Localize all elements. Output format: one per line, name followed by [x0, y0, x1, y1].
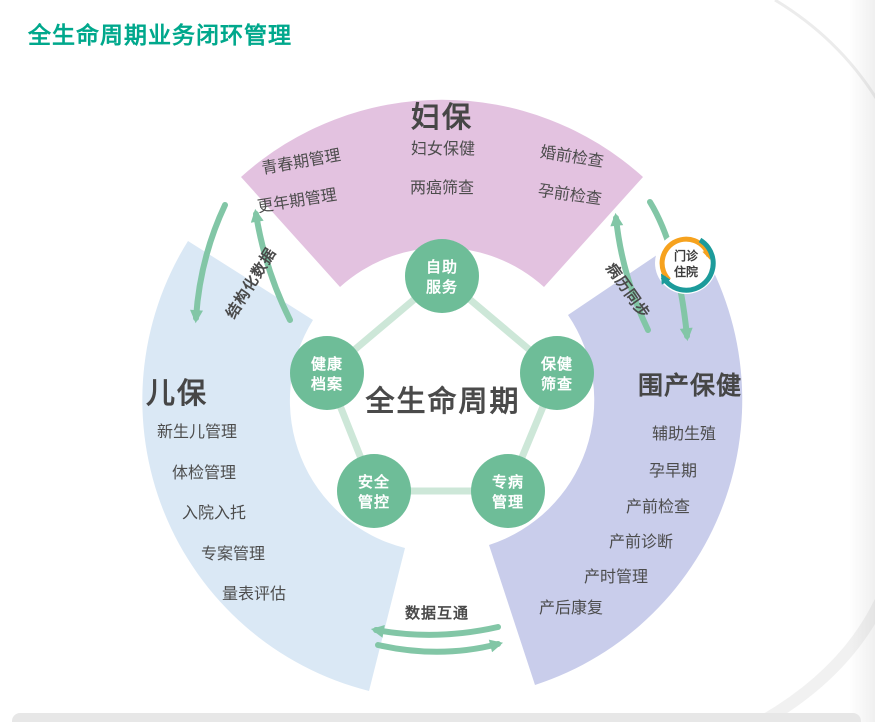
- section-item: 产时管理: [584, 568, 648, 586]
- section-title-perinatal: 围产保健: [638, 371, 742, 400]
- section-item: 产前诊断: [609, 533, 673, 551]
- section-item: 妇女保健: [411, 139, 475, 158]
- right-edge-shade: [849, 0, 875, 722]
- node-label-disease-mgmt-2: 管理: [492, 493, 524, 511]
- badge-label-line1: 门诊: [674, 248, 699, 263]
- node-circle-care-screening: [520, 336, 594, 410]
- arrow-structured-data-down: [190, 202, 228, 324]
- section-item: 专案管理: [201, 545, 265, 563]
- node-label-disease-mgmt-1: 专病: [492, 473, 524, 491]
- node-label-self-service-2: 服务: [426, 278, 458, 296]
- section-item: 产前检查: [626, 498, 690, 516]
- section-item: 辅助生殖: [652, 425, 716, 443]
- section-title-maternal: 妇保: [411, 101, 473, 134]
- center-title: 全生命周期: [364, 384, 520, 418]
- section-item: 量表评估: [222, 585, 286, 603]
- page-title: 全生命周期业务闭环管理: [28, 22, 292, 48]
- node-label-health-record-2: 档案: [311, 375, 343, 393]
- arc-child-care: [142, 241, 405, 691]
- arrow-structured-data-up: [250, 208, 293, 323]
- node-circle-self-service: [405, 239, 479, 313]
- arrow-data-exchange-right: [375, 639, 504, 655]
- bottom-bar: [12, 713, 861, 722]
- badge-label-line2: 住院: [674, 264, 698, 279]
- section-item: 体检管理: [172, 464, 236, 482]
- node-label-safety-control-2: 管控: [358, 493, 390, 511]
- node-label-care-screening-2: 筛查: [541, 375, 573, 393]
- section-item: 入院入托: [182, 504, 246, 522]
- section-item: 孕早期: [649, 462, 697, 480]
- node-label-health-record-1: 健康: [311, 355, 343, 373]
- node-circle-health-record: [290, 336, 364, 410]
- arc-perinatal-care: [489, 232, 743, 685]
- section-item: 两癌筛查: [410, 178, 474, 197]
- badge-orange-arrow-icon: [659, 236, 712, 282]
- node-label-care-screening-1: 保健: [540, 355, 573, 373]
- corner-fold-line: [774, 0, 875, 99]
- arrow-data-exchange-left: [370, 624, 501, 638]
- arrow-record-sync-up: [610, 212, 651, 333]
- node-circle-disease-mgmt: [471, 454, 545, 528]
- node-circle-safety-control: [337, 454, 411, 528]
- arc-maternal-care: [241, 99, 643, 288]
- node-label-safety-control-1: 安全: [358, 473, 390, 491]
- sync-cycle-badge: 门诊 住院: [655, 232, 717, 294]
- badge-teal-arrow-icon: [660, 237, 716, 293]
- connector-label-data-exchange: 数据互通: [405, 604, 469, 622]
- node-label-self-service-1: 自助: [426, 258, 458, 276]
- section-item: 新生儿管理: [157, 423, 237, 441]
- section-item: 产后康复: [539, 599, 603, 617]
- section-title-child: 儿保: [146, 377, 208, 410]
